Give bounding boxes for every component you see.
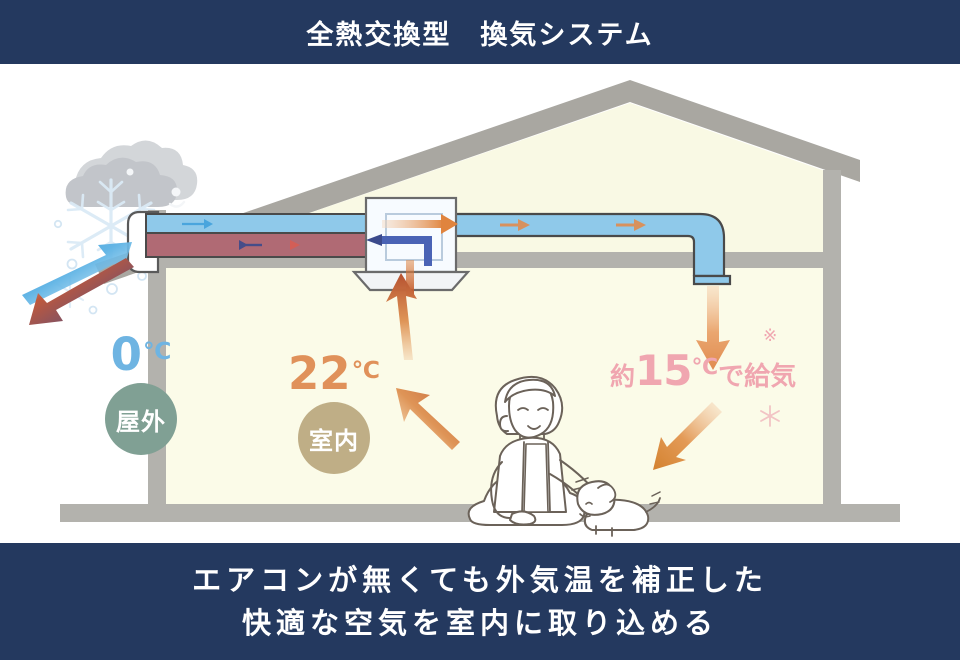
duct-exhaust-left [145, 232, 369, 258]
supply-air-arrow-down [696, 286, 730, 370]
outdoor-temperature-block: 0℃ 屋外 [105, 332, 177, 455]
duct-supply-right [450, 212, 732, 286]
indoor-temperature-number: 22 [288, 347, 351, 400]
outdoor-badge: 屋外 [105, 383, 177, 455]
supply-snowflake-icon [760, 405, 780, 427]
indoor-temperature-value: 22℃ [288, 351, 380, 396]
outdoor-exhaust-arrow [29, 258, 134, 325]
duct-intake-left [145, 213, 369, 234]
snow-cloud-icon [65, 140, 198, 208]
outdoor-intake-arrow [22, 242, 132, 305]
footer-line-2: 快適な空気を室内に取り込める [241, 605, 718, 640]
page-title: 全熱交換型 換気システム [306, 19, 654, 51]
house-diagram-svg [22, 80, 900, 537]
outdoor-temperature-value: 0℃ [111, 332, 172, 377]
indoor-degree-unit: ℃ [351, 356, 380, 385]
supply-air-label: 約15℃で給気 [610, 346, 796, 395]
unit-flow-navy-arrow [366, 234, 432, 266]
supply-air-arrow-down-left [653, 402, 722, 470]
supply-degree-unit: ℃ [691, 355, 719, 380]
footer-bar: エアコンが無くても外気温を補正した 快適な空気を室内に取り込める [0, 543, 960, 660]
footer-line-1: エアコンが無くても外気温を補正した [192, 563, 768, 598]
return-air-arrow-up [386, 273, 417, 360]
supply-prefix: 約 [610, 362, 636, 391]
outdoor-temperature-number: 0 [110, 328, 142, 381]
unit-downflow [406, 260, 414, 296]
indoor-badge: 室内 [297, 402, 370, 474]
outdoor-degree-unit: ℃ [142, 337, 172, 366]
heat-exchanger-unit [351, 196, 471, 296]
header-bar: 全熱交換型 換気システム [0, 0, 960, 64]
diagram-scene: 0℃ 屋外 22℃ 室内 約15℃で給気 ※ [0, 64, 960, 543]
indoor-temperature-block: 22℃ 室内 [288, 351, 380, 474]
person-with-dog-illustration [467, 375, 661, 537]
supply-temperature-number: 15 [635, 346, 692, 395]
return-air-arrow-diagonal [396, 388, 460, 450]
supply-footnote-mark: ※ [763, 326, 778, 346]
supply-suffix: で給気 [718, 362, 797, 392]
unit-flow-orange-arrow [382, 214, 458, 234]
